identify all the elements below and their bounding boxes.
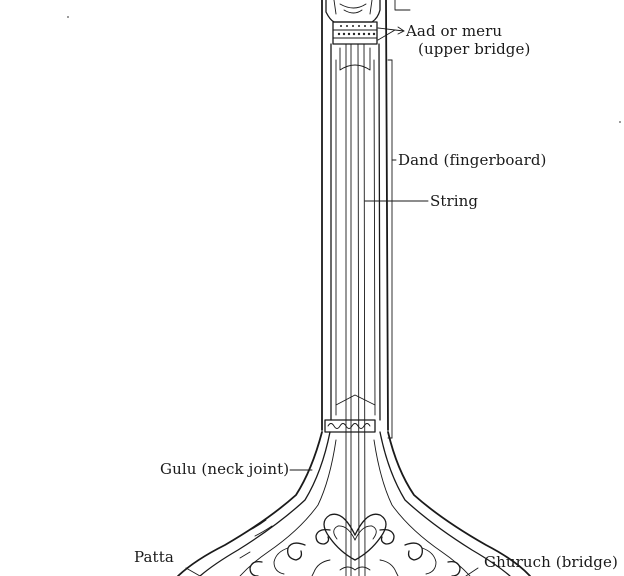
label-aad-line2: (upper bridge)	[418, 40, 531, 58]
body	[177, 431, 531, 576]
neck-joint	[289, 419, 376, 471]
speck	[67, 16, 69, 18]
label-gulu: Gulu (neck joint)	[160, 460, 290, 478]
label-patta: Patta	[134, 548, 174, 566]
speck	[619, 121, 621, 123]
peg-box	[325, 0, 411, 23]
label-ghuruch: Ghuruch (bridge)	[484, 553, 618, 571]
scroll-ornament	[249, 513, 479, 576]
neck	[321, 0, 389, 576]
label-aad-line1: Aad or meru	[406, 22, 503, 40]
label-string: String	[430, 192, 479, 210]
upper-bridge	[332, 21, 405, 45]
label-dand: Dand (fingerboard)	[398, 151, 547, 169]
